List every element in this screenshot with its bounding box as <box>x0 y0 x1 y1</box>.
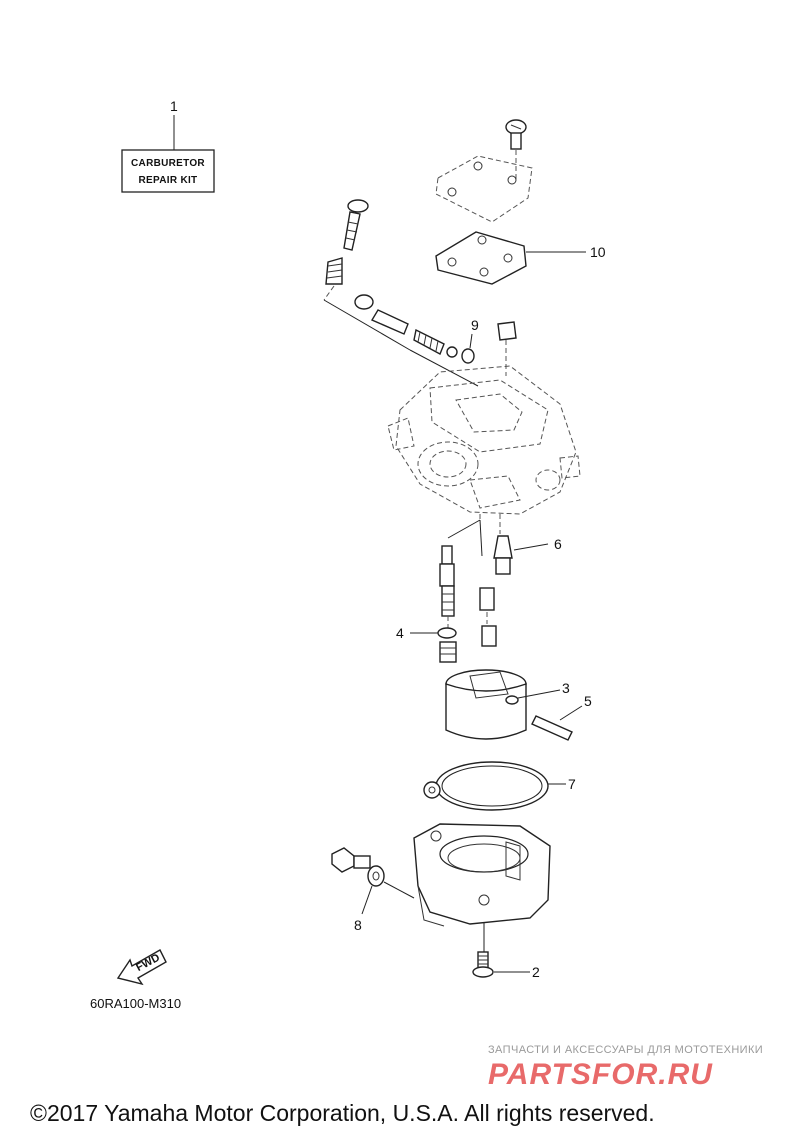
callout-7: 7 <box>568 776 576 792</box>
pilot-screw-assembly <box>323 199 411 351</box>
top-screw <box>505 119 527 180</box>
shaft-parts-row <box>354 294 479 387</box>
main-jet-assembly <box>439 519 497 663</box>
callout-4: 4 <box>396 625 404 641</box>
part-5-float-pin[interactable] <box>531 705 583 741</box>
kit-label-line2: REPAIR KIT <box>139 175 198 186</box>
callout-10: 10 <box>590 244 606 260</box>
float-chamber-bowl <box>413 823 551 952</box>
part-3-float[interactable] <box>445 669 561 740</box>
part-9-o-ring[interactable] <box>461 333 475 364</box>
part-4-o-ring[interactable] <box>410 627 457 639</box>
carburetor-body <box>387 365 581 534</box>
fwd-arrow-icon: FWD <box>116 949 167 986</box>
part-10-gasket[interactable] <box>435 231 586 285</box>
copyright-notice: ©2017 Yamaha Motor Corporation, U.S.A. A… <box>30 1100 655 1126</box>
callout-8: 8 <box>354 917 362 933</box>
callout-1: 1 <box>170 98 178 114</box>
float-chamber-cover <box>435 155 533 223</box>
figure-code: 60RA100-M310 <box>90 996 182 1011</box>
part-8-washer[interactable] <box>361 865 415 915</box>
part-2-screw[interactable] <box>472 951 530 978</box>
part-7-chamber-gasket[interactable] <box>423 761 566 811</box>
body-cap <box>497 321 517 376</box>
watermark-logo: PARTSFOR.RU <box>488 1058 713 1091</box>
drain-screw <box>331 847 371 873</box>
kit-label-line1: CARBURETOR <box>131 158 205 169</box>
callout-6: 6 <box>554 536 562 552</box>
callout-2: 2 <box>532 964 540 980</box>
callout-9: 9 <box>471 317 479 333</box>
part-6-needle-valve[interactable] <box>493 535 549 575</box>
callout-5: 5 <box>584 693 592 709</box>
callout-3: 3 <box>562 680 570 696</box>
part-1-repair-kit-label[interactable]: CARBURETOR REPAIR KIT <box>121 115 215 193</box>
watermark-subtitle: ЗАПЧАСТИ И АКСЕССУАРЫ ДЛЯ МОТОТЕХНИКИ <box>488 1044 764 1056</box>
